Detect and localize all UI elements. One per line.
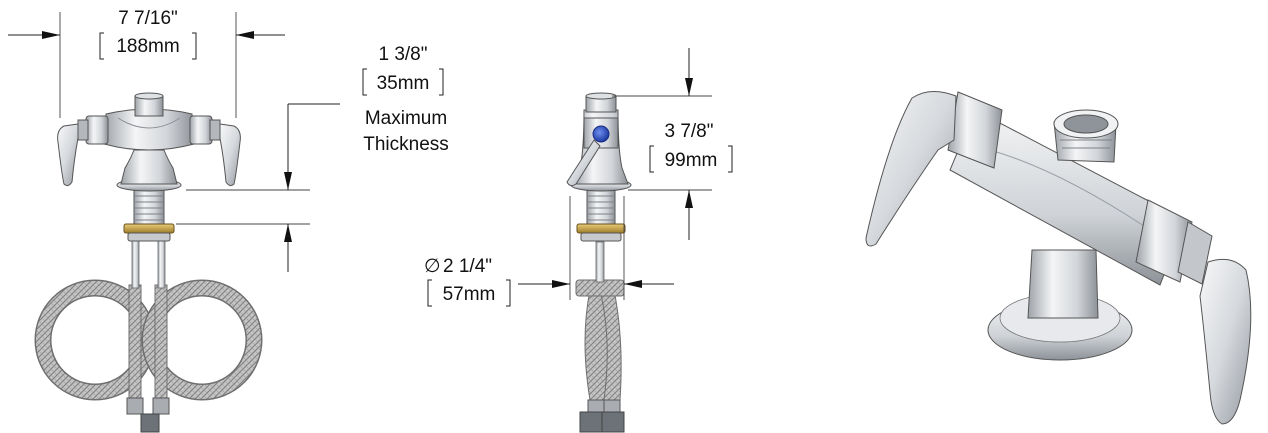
front-shank — [123, 189, 175, 242]
diameter-dimension: ∅ 2 1/4" 57mm — [424, 196, 674, 307]
side-lever-handle — [566, 139, 601, 187]
max-thickness-metric: 35mm — [377, 73, 430, 94]
side-blue-index-button — [592, 125, 610, 143]
overall-width-dimension: 7 7/16" 188mm — [8, 8, 285, 118]
overall-width-metric: 188mm — [116, 36, 179, 57]
side-shank — [576, 189, 626, 242]
max-thickness-imperial: 1 3/8" — [378, 44, 427, 65]
height-imperial: 3 7/8" — [664, 121, 713, 142]
max-thickness-label-line1: Maximum — [365, 108, 447, 129]
isometric-view — [865, 91, 1252, 425]
height-dimension: 3 7/8" 99mm — [612, 48, 733, 240]
height-metric: 99mm — [665, 150, 718, 171]
side-view — [566, 92, 632, 433]
diameter-imperial: 2 1/4" — [443, 256, 492, 277]
diameter-metric: 57mm — [443, 284, 496, 305]
front-lever-handles — [57, 123, 241, 187]
overall-width-imperial: 7 7/16" — [118, 8, 178, 29]
front-supply-hoses — [34, 237, 263, 433]
max-thickness-dimension: 1 3/8" 35mm Maximum Thickness — [176, 44, 449, 272]
diameter-symbol: ∅ — [424, 256, 441, 277]
iso-lever-handles — [865, 91, 1252, 425]
front-view — [34, 92, 263, 433]
max-thickness-label-line2: Thickness — [363, 134, 449, 155]
front-faucet-body — [77, 92, 221, 192]
side-supply-hoses — [575, 241, 625, 433]
iso-base-flange — [987, 249, 1133, 361]
